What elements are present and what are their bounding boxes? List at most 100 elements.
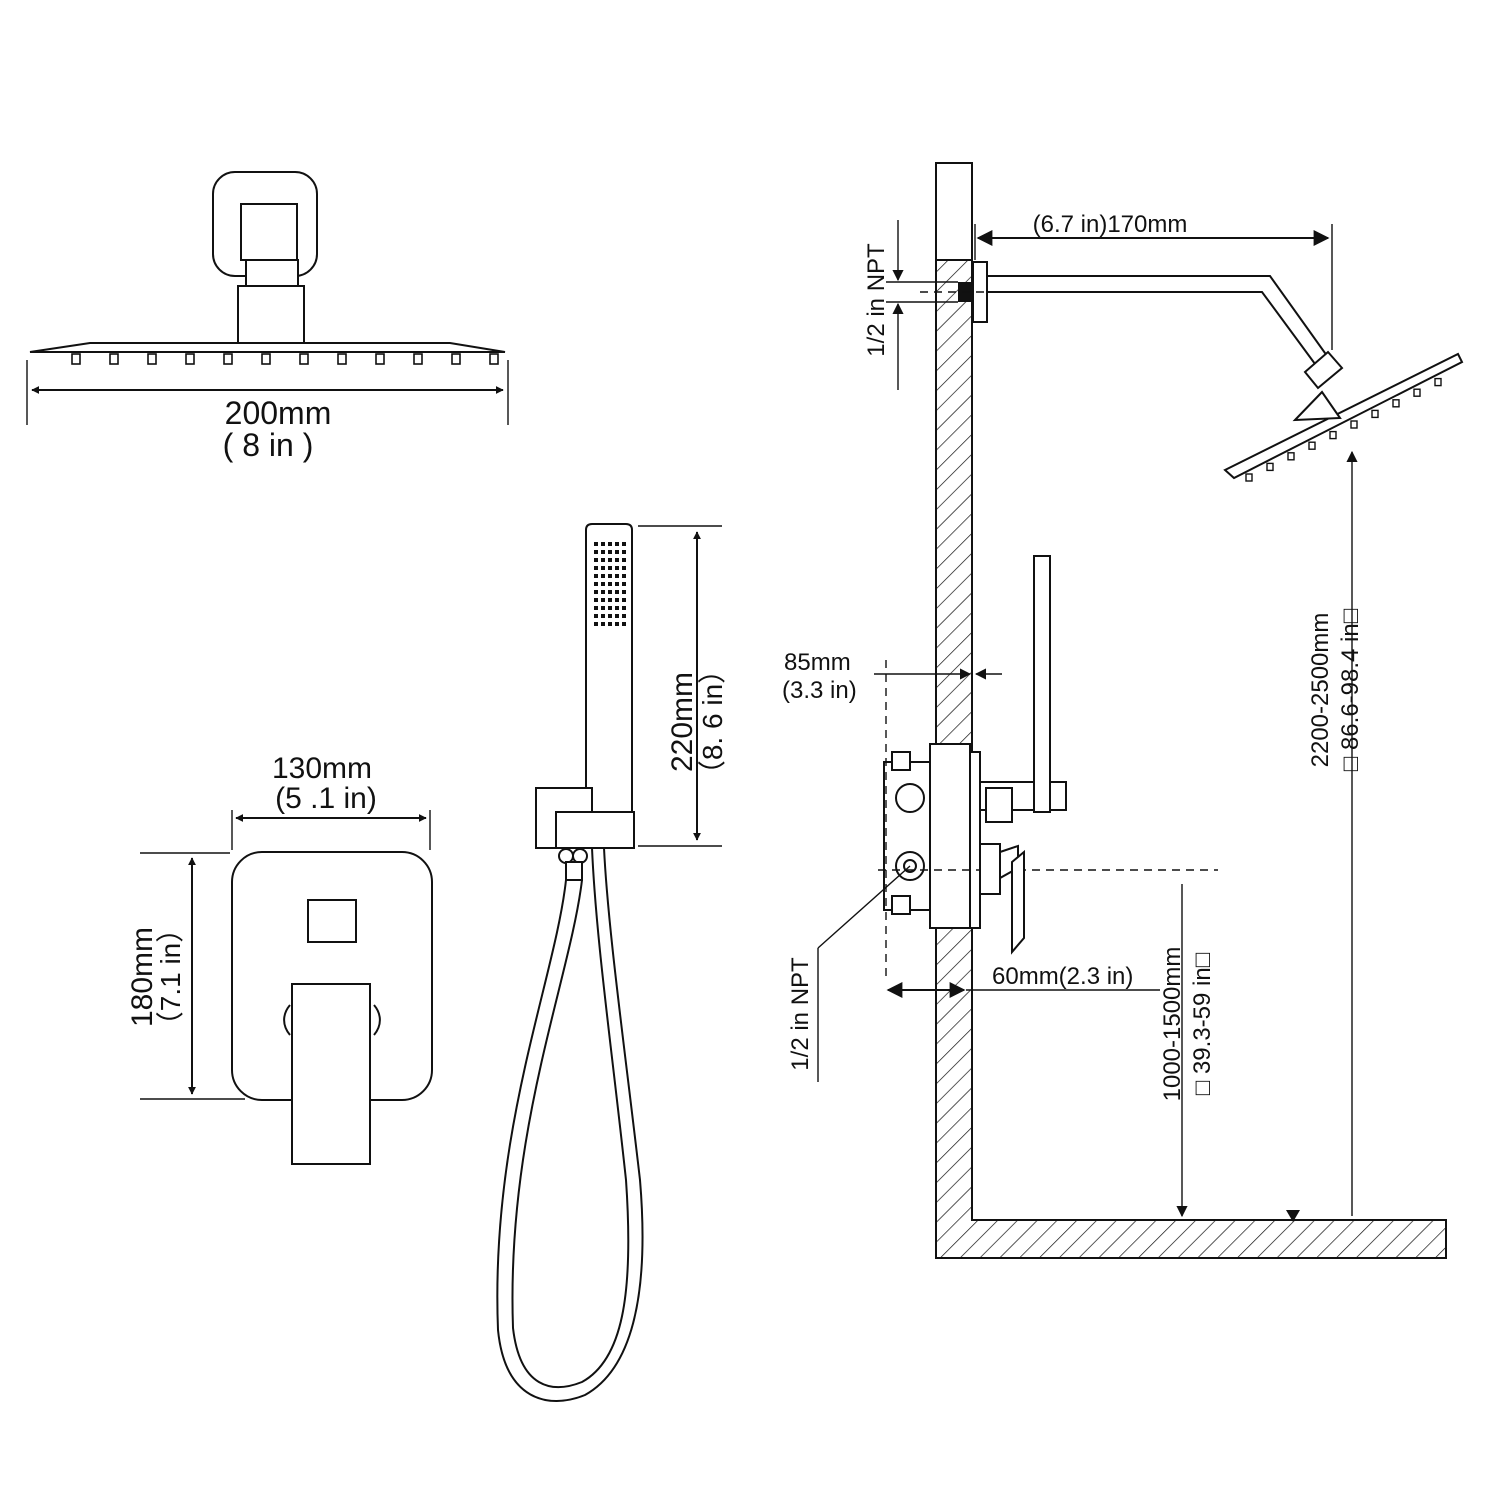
hand-nozzle bbox=[608, 582, 612, 586]
hand-nozzle bbox=[622, 542, 626, 546]
nozzle bbox=[147, 353, 157, 365]
valve-depth-label: 60mm(2.3 in) bbox=[992, 963, 1133, 990]
hand-nozzle bbox=[608, 566, 612, 570]
hand-nozzle bbox=[622, 582, 626, 586]
nozzle bbox=[299, 353, 309, 365]
valve-offset-mm: 85mm bbox=[784, 649, 851, 676]
hand-shower-handle bbox=[585, 523, 633, 813]
hand-nozzle bbox=[615, 582, 619, 586]
hose-nut bbox=[565, 861, 583, 881]
nozzle bbox=[489, 353, 499, 365]
head-height-in: □ 86.6-98.4 in□ bbox=[1337, 608, 1364, 771]
hand-nozzle bbox=[594, 622, 598, 626]
hand-nozzle bbox=[622, 606, 626, 610]
valve-port bbox=[891, 895, 911, 915]
hand-nozzle bbox=[601, 598, 605, 602]
nozzle bbox=[413, 353, 423, 365]
hand-nozzle bbox=[594, 558, 598, 562]
side-valve-lever bbox=[1011, 849, 1025, 955]
wall-top-cutout bbox=[935, 162, 973, 261]
arm-thread-label: 1/2 in NPT bbox=[863, 243, 890, 357]
nozzle bbox=[261, 353, 271, 365]
hand-nozzle bbox=[594, 606, 598, 610]
hand-nozzle bbox=[594, 574, 598, 578]
shower-head-neck bbox=[237, 285, 305, 345]
hand-nozzle bbox=[594, 614, 598, 618]
nozzle bbox=[375, 353, 385, 365]
side-hand-shower bbox=[1033, 555, 1051, 813]
side-nozzle bbox=[1371, 409, 1379, 419]
side-nozzle bbox=[1287, 452, 1295, 461]
valve-thread-leader bbox=[817, 865, 911, 949]
nozzle bbox=[185, 353, 195, 365]
shower-head-width-mm: 200mm bbox=[225, 395, 332, 431]
nozzle bbox=[109, 353, 119, 365]
hand-nozzle bbox=[601, 582, 605, 586]
shower-arm bbox=[986, 275, 1332, 370]
hand-nozzle bbox=[601, 558, 605, 562]
hand-shower-length-mm: 220mm bbox=[666, 672, 699, 772]
handle-ring-left bbox=[283, 1004, 291, 1036]
hand-nozzle bbox=[594, 582, 598, 586]
hand-nozzle bbox=[615, 614, 619, 618]
hose-inner bbox=[511, 847, 630, 1389]
trim-width-mm: 130mm bbox=[272, 752, 372, 785]
hand-shower-bracket bbox=[555, 811, 635, 849]
hand-nozzle bbox=[622, 590, 626, 594]
hand-nozzle bbox=[601, 574, 605, 578]
hand-nozzle bbox=[594, 550, 598, 554]
side-nozzle bbox=[1434, 377, 1442, 387]
side-head-neck bbox=[1292, 390, 1342, 422]
nozzle bbox=[337, 353, 347, 365]
valve-height-mm: 1000-1500mm bbox=[1159, 947, 1186, 1102]
trim-width-in: (5 .1 in) bbox=[275, 782, 377, 815]
hand-shower-view: 220mm （8. 6 in） bbox=[496, 523, 728, 1402]
hand-nozzle bbox=[615, 542, 619, 546]
arm-length-label: (6.7 in)170mm bbox=[1033, 211, 1188, 238]
valve-handle bbox=[291, 983, 371, 1165]
hand-nozzle bbox=[615, 566, 619, 570]
hand-nozzle bbox=[594, 566, 598, 570]
hand-nozzle bbox=[601, 606, 605, 610]
hand-nozzle bbox=[622, 622, 626, 626]
handle-ring-right bbox=[373, 1004, 381, 1036]
side-nozzle bbox=[1329, 430, 1337, 440]
nozzle bbox=[223, 353, 233, 365]
valve-height-in: □ 39.3-59 in□ bbox=[1189, 952, 1216, 1095]
trim-height-in: （7.1 in） bbox=[155, 915, 186, 1040]
shower-arm-square bbox=[240, 203, 298, 261]
valve-cartridge bbox=[895, 783, 925, 813]
hand-nozzle bbox=[615, 574, 619, 578]
shower-head-nozzles bbox=[71, 353, 499, 365]
shower-head-plate bbox=[29, 342, 506, 353]
hand-nozzle bbox=[594, 590, 598, 594]
nozzle bbox=[71, 353, 81, 365]
hand-nozzle bbox=[608, 606, 612, 610]
hand-nozzle bbox=[601, 622, 605, 626]
shower-head-width-in: ( 8 in ) bbox=[223, 427, 314, 463]
hand-nozzle bbox=[622, 614, 626, 618]
hand-nozzle bbox=[622, 558, 626, 562]
hand-nozzle bbox=[615, 598, 619, 602]
hand-nozzle bbox=[594, 542, 598, 546]
installation-side-view: (6.7 in)170mm 1/2 in NPT 85mm (3.3 in) bbox=[782, 162, 1464, 1259]
side-nozzle bbox=[1245, 473, 1253, 482]
hand-nozzle bbox=[608, 622, 612, 626]
hand-nozzle bbox=[608, 558, 612, 562]
side-nozzle bbox=[1350, 420, 1358, 429]
hand-nozzle bbox=[615, 550, 619, 554]
hand-nozzle bbox=[622, 550, 626, 554]
hand-nozzle bbox=[608, 614, 612, 618]
hand-nozzle bbox=[608, 542, 612, 546]
hand-nozzle bbox=[608, 574, 612, 578]
valve-port bbox=[891, 751, 911, 771]
head-height-mm: 2200-2500mm bbox=[1307, 613, 1334, 768]
hand-nozzle bbox=[601, 590, 605, 594]
side-nozzle bbox=[1266, 462, 1274, 472]
hand-nozzle bbox=[622, 598, 626, 602]
hand-nozzle bbox=[615, 622, 619, 626]
nozzle bbox=[451, 353, 461, 365]
valve-mount-box bbox=[929, 743, 971, 929]
hand-nozzle bbox=[622, 574, 626, 578]
